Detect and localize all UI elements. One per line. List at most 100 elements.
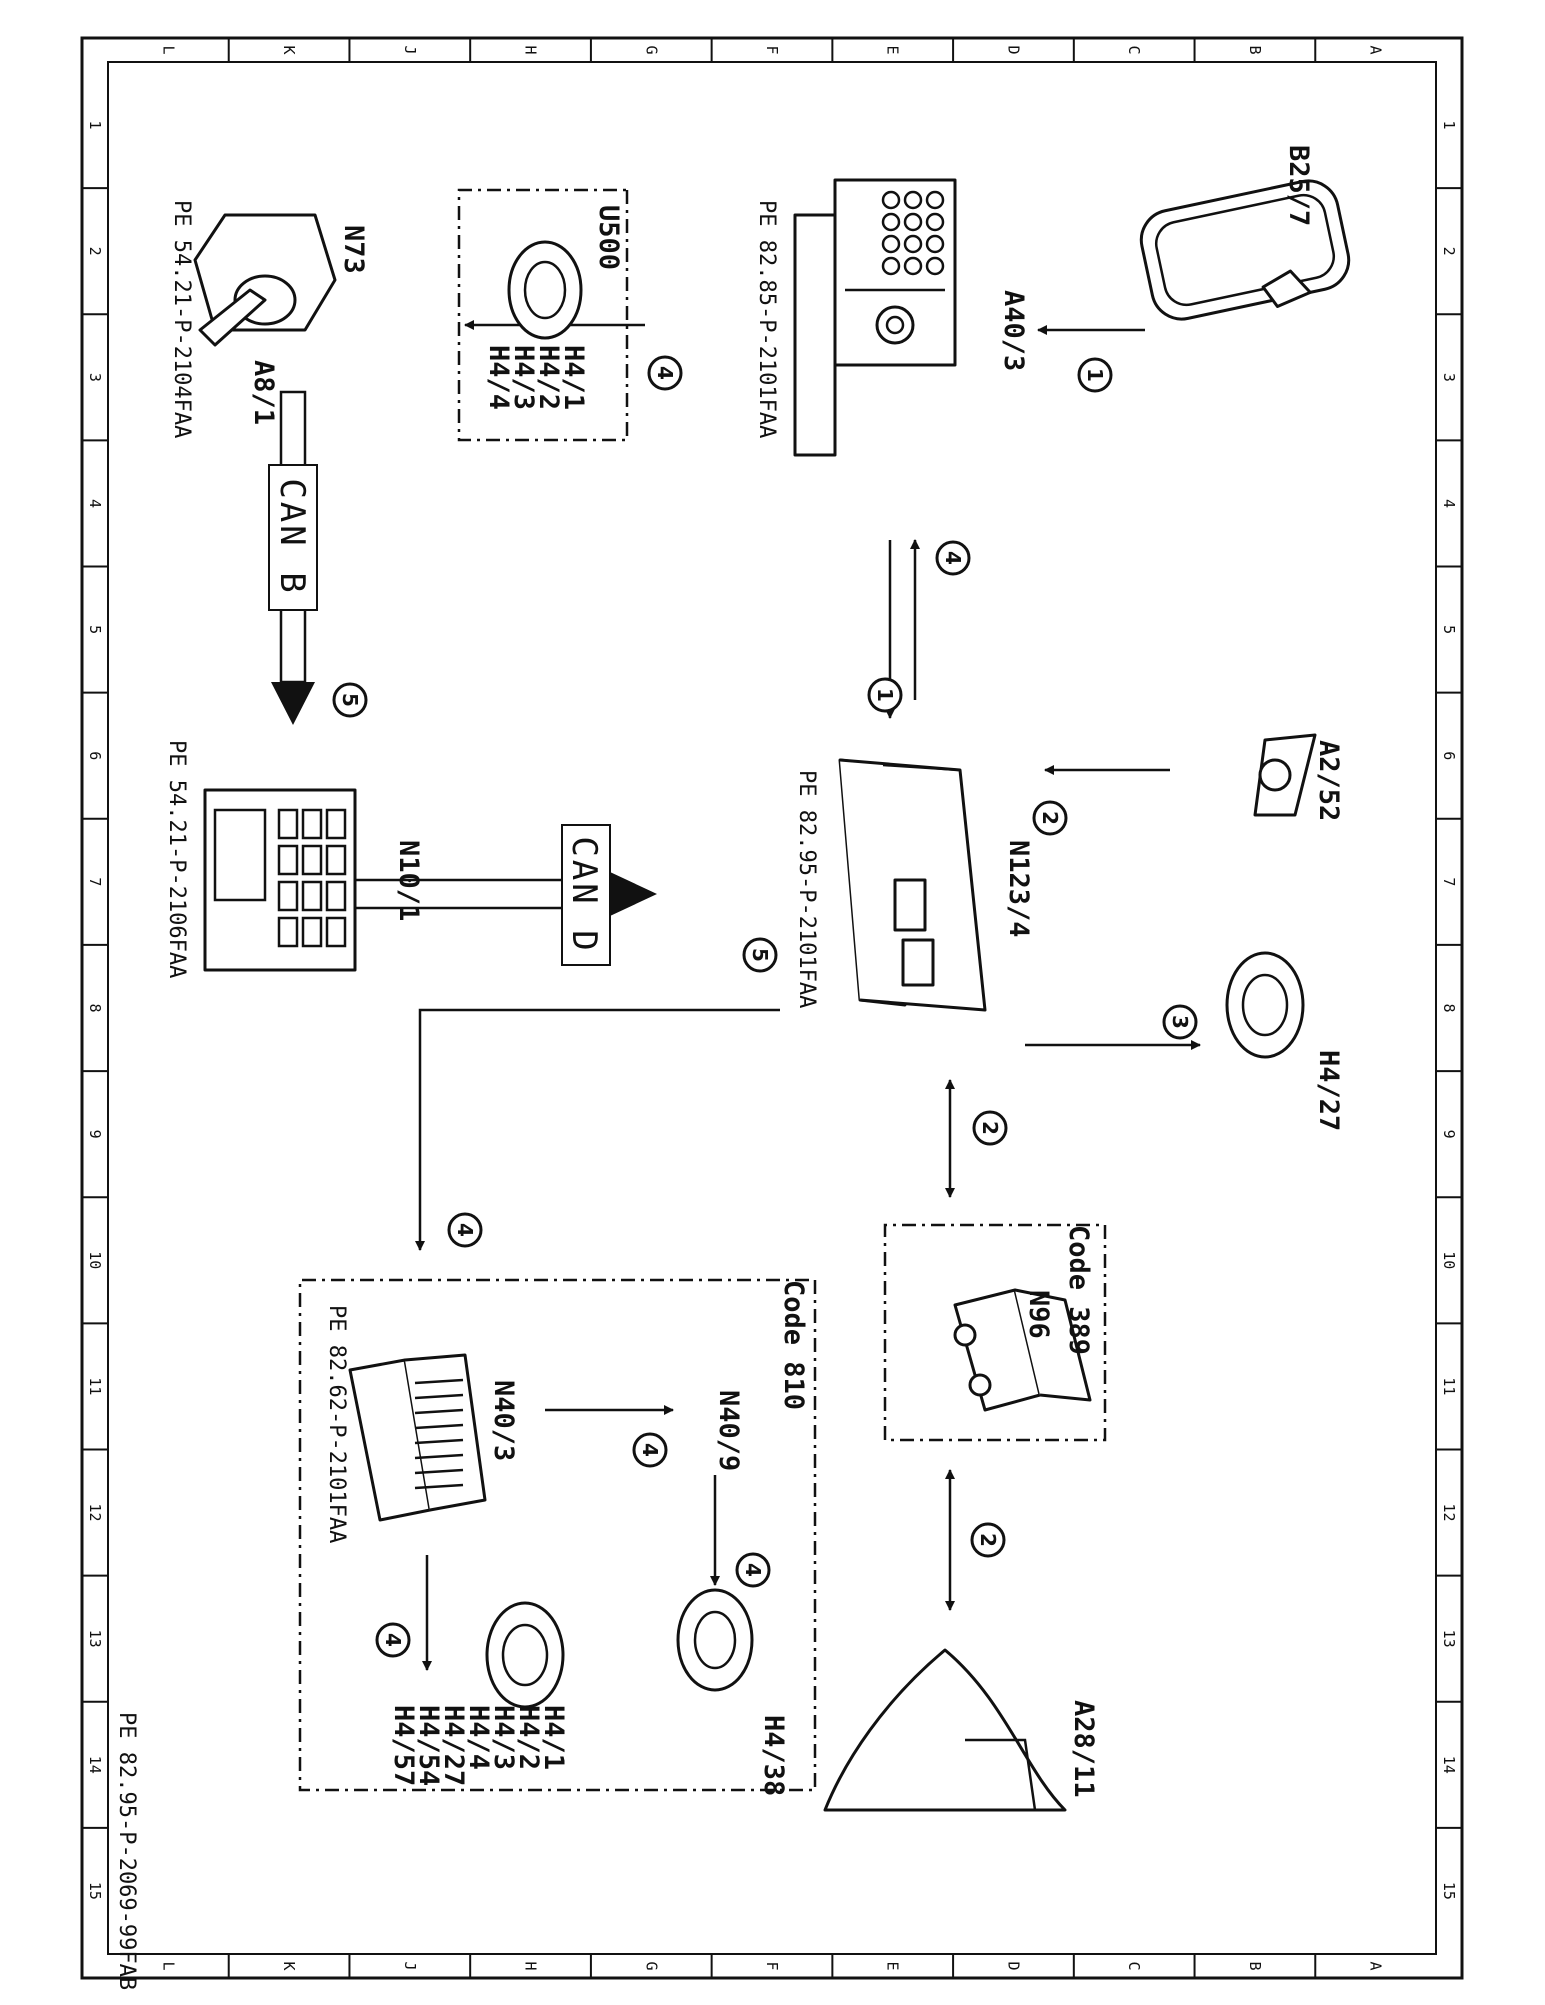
svg-text:4: 4 [741, 1563, 765, 1577]
label-n40-9: N40/9 [713, 1390, 744, 1471]
row-label-10-right: 10 [1440, 1251, 1458, 1269]
svg-text:5: 5 [748, 948, 772, 962]
row-label-11-right: 11 [1440, 1377, 1458, 1395]
label-code-389: Code 389 [1063, 1225, 1094, 1355]
step-a28-11: 2 [970, 1522, 1006, 1558]
row-label-3-right: 3 [1440, 373, 1458, 382]
label-h4-38: H4/38 [758, 1715, 789, 1796]
ref-n123-4: PE 82.95-P-2101FAA [794, 770, 819, 1008]
column-label-g-top: G [642, 45, 660, 54]
frame-ticks [82, 38, 1462, 1978]
u500-speaker-list: H4/1H4/2H4/3H4/4 [483, 345, 589, 410]
h4-38-speaker-icon [676, 1588, 754, 1692]
speaker-list-item: H4/4 [483, 345, 514, 410]
step-h4-38: 4 [735, 1552, 771, 1588]
column-label-b-bottom: B [1246, 1961, 1264, 1970]
svg-text:1: 1 [1083, 368, 1107, 382]
row-label-13-left: 13 [86, 1630, 104, 1648]
outer-frame [80, 36, 1464, 1980]
row-label-13-right: 13 [1440, 1630, 1458, 1648]
step-markers: 1 4 4 1 5 2 5 3 2 4 4 2 4 4 [332, 355, 1198, 1658]
row-label-7-right: 7 [1440, 877, 1458, 886]
speaker-list-item: H4/1 [558, 345, 589, 410]
n40-3-amplifier-icon [348, 1353, 487, 1522]
row-label-15-left: 15 [86, 1882, 104, 1900]
column-label-j-bottom: J [401, 1961, 419, 1970]
code-810-box [298, 1278, 817, 1792]
can-b-label: CAN B [272, 478, 312, 595]
svg-text:5: 5 [338, 693, 362, 707]
label-h4-27: H4/27 [1313, 1050, 1344, 1131]
svg-text:4: 4 [941, 551, 965, 565]
label-a28-11: A28/11 [1068, 1700, 1099, 1798]
row-label-5-left: 5 [86, 625, 104, 634]
label-n73: N73 [338, 225, 369, 274]
arrow-n123-to-n40 [415, 1008, 780, 1251]
can-d-label-box [561, 824, 611, 966]
label-b25-7: B25/7 [1283, 145, 1314, 226]
label-a8-1: A8/1 [248, 360, 279, 425]
column-label-e-bottom: E [884, 1961, 902, 1970]
column-label-j-top: J [401, 45, 419, 54]
step-h4-27: 3 [1162, 1004, 1198, 1040]
step-a40-back: 4 [935, 540, 971, 576]
row-label-11-left: 11 [86, 1377, 104, 1395]
row-label-8-left: 8 [86, 1003, 104, 1012]
svg-text:4: 4 [638, 1443, 662, 1457]
speaker-list-item: H4/3 [488, 1705, 519, 1770]
a40-3-head-unit-icon [793, 178, 957, 457]
column-label-d-top: D [1004, 45, 1022, 54]
ref-n10-1: PE 54.21-P-2106FAA [164, 740, 189, 978]
can-d-bus: CAN D [313, 824, 657, 966]
n123-4-control-unit-icon [838, 758, 987, 1012]
row-label-2-left: 2 [86, 247, 104, 256]
row-label-4-left: 4 [86, 499, 104, 508]
n10-1-sam-module-icon [203, 788, 357, 972]
row-label-14-right: 14 [1440, 1756, 1458, 1774]
can-b-label-box [268, 464, 318, 611]
svg-text:4: 4 [381, 1633, 405, 1647]
label-n123-4: N123/4 [1003, 840, 1034, 938]
row-label-9-left: 9 [86, 1130, 104, 1139]
row-label-8-right: 8 [1440, 1003, 1458, 1012]
arrows [415, 320, 1201, 1671]
speaker-list-item: H4/1 [538, 1705, 569, 1770]
label-n96: N96 [1023, 1290, 1054, 1339]
speaker-list-item: H4/54 [413, 1705, 444, 1786]
a28-11-antenna-icon [823, 1648, 1067, 1812]
row-label-14-left: 14 [86, 1756, 104, 1774]
svg-text:4: 4 [653, 366, 677, 380]
row-label-3-left: 3 [86, 373, 104, 382]
step-n40-3-speakers: 4 [375, 1622, 411, 1658]
column-label-l-top: L [159, 45, 177, 54]
step-n40-9: 4 [632, 1432, 668, 1468]
label-n40-3: N40/3 [488, 1380, 519, 1461]
diagram-content: CAN B CAN D [114, 145, 1351, 1990]
u500-box [457, 188, 629, 442]
n73-ignition-switch-icon [193, 213, 337, 347]
u500-speaker-icon [507, 240, 583, 340]
label-a40-3: A40/3 [998, 290, 1029, 371]
document-id: PE 82.95-P-2069-99FAB [114, 1712, 139, 1990]
ref-a40-3: PE 82.85-P-2101FAA [754, 200, 779, 438]
row-label-6-left: 6 [86, 751, 104, 760]
label-a2-52: A2/52 [1313, 740, 1344, 821]
step-n96-top: 2 [972, 1110, 1008, 1146]
ref-n40-3: PE 82.62-P-2101FAA [324, 1305, 349, 1543]
can-d-label: CAN D [564, 836, 604, 953]
svg-text:3: 3 [1168, 1015, 1192, 1029]
label-u500: U500 [593, 205, 624, 270]
speaker-list-item: H4/2 [533, 345, 564, 410]
can-b-bus: CAN B [268, 390, 318, 725]
label-n10-1: N10/1 [393, 840, 424, 921]
row-label-12-left: 12 [86, 1504, 104, 1522]
speaker-list-item: H4/2 [513, 1705, 544, 1770]
column-label-b-top: B [1246, 45, 1264, 54]
row-label-6-right: 6 [1440, 751, 1458, 760]
row-label-2-right: 2 [1440, 247, 1458, 256]
svg-text:2: 2 [976, 1533, 1000, 1547]
code-389-box [883, 1223, 1107, 1442]
column-label-k-top: K [280, 45, 298, 54]
step-a2-52: 2 [1032, 800, 1068, 836]
